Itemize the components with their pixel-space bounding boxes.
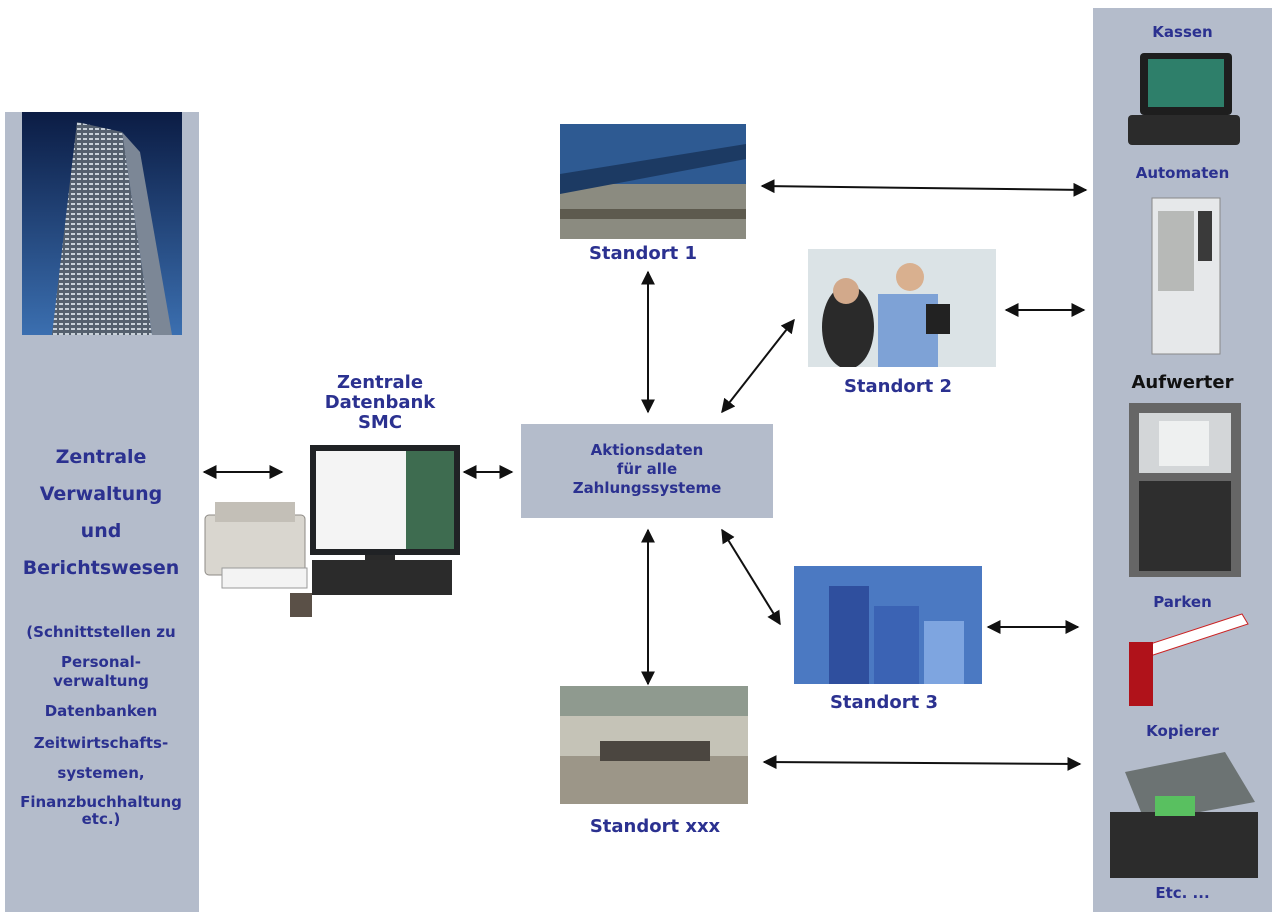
arrow-center-standort3 [721,528,781,626]
aufwerter-text: Aufwerter [1131,372,1234,393]
db-label-line-1: Zentrale [336,372,424,393]
standort-xxx-label: Standort xxx [589,816,721,837]
arrow-center-standort2 [721,318,795,414]
left-sub-line-1: (Schnittstellen zu [26,623,176,641]
standort-xxx-photo [560,686,748,804]
arrow-standort1-kassen [760,179,1088,197]
center-box-line-3: Zahlungssysteme [572,479,722,497]
left-sub-line-5: Zeitwirtschafts- [33,734,169,752]
center-box-line-1: Aktionsdaten [590,441,704,459]
kassen-label: Kassen [1152,23,1213,41]
kassen-image [1128,45,1240,147]
kopierer-label: Kopierer [1146,722,1219,740]
db-label-line-3: SMC [357,412,403,433]
automaten-label: Automaten [1135,164,1230,182]
automaten-image [1150,196,1222,356]
standort-2-photo [808,249,996,367]
arrow-standortxxx-kopierer [762,755,1082,771]
left-sub-line-6: systemen, [57,764,145,782]
parken-label: Parken [1153,593,1212,611]
left-sub-line-2: Personal- [61,653,141,671]
standort-1-photo [560,124,746,239]
standort-3-label: Standort 3 [829,692,939,713]
office-tower-photo [22,112,182,335]
kopierer-image [1105,752,1265,880]
center-box-line-2: für alle [616,460,678,478]
standort-3-photo [794,566,982,684]
aufwerter-label: Aufwerter [1093,372,1272,393]
left-title-line-1: Zentrale [55,446,147,468]
left-title-line-3: und [80,520,122,542]
etc-label: Etc. ... [1155,884,1210,902]
database-computer-image [200,440,460,630]
left-sub-line-4: Datenbanken [44,702,158,720]
left-sub-line-3: verwaltung [53,672,149,690]
parken-image [1124,612,1250,708]
left-title-line-4: Berichtswesen [22,557,180,579]
center-box [521,424,773,518]
left-title-line-2: Verwaltung [39,483,163,505]
standort-1-label: Standort 1 [588,243,698,264]
left-sub-line-7: Finanzbuchhaltung [20,793,182,811]
db-label-line-2: Datenbank [324,392,436,413]
standort-2-label: Standort 2 [843,376,953,397]
left-sub-line-8: etc.) [81,810,121,828]
aufwerter-image [1129,403,1241,577]
